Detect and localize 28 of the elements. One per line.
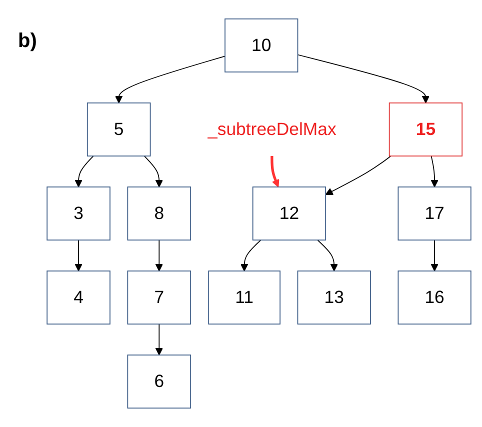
node-box: 12: [252, 186, 326, 240]
arrow: [74, 240, 82, 272]
node-box: 8: [127, 186, 192, 240]
arrow: [430, 156, 438, 188]
arrow: [240, 240, 262, 272]
arrow: [155, 324, 164, 356]
node-box: 6: [127, 354, 192, 409]
node-box: 3: [46, 186, 110, 240]
node-box: 17: [398, 186, 472, 240]
node-box: 7: [127, 270, 192, 324]
arrow: [114, 56, 226, 104]
arrow: [144, 156, 164, 188]
arrow: [155, 240, 164, 272]
node-box: 5: [86, 102, 151, 156]
node-box: 15: [388, 102, 463, 156]
node-box: 4: [46, 270, 110, 324]
arrow: [317, 240, 338, 272]
node-box: 16: [398, 270, 472, 324]
panel-label: b): [18, 30, 37, 53]
arrow: [430, 240, 438, 272]
node-box: 13: [297, 270, 371, 324]
arrow: [325, 156, 392, 196]
node-box: 11: [208, 270, 280, 324]
node-box: 10: [224, 18, 298, 72]
arrow: [270, 156, 280, 188]
node-text: _subtreeDelMax: [208, 120, 336, 140]
arrow: [74, 156, 94, 188]
arrow: [297, 54, 430, 104]
